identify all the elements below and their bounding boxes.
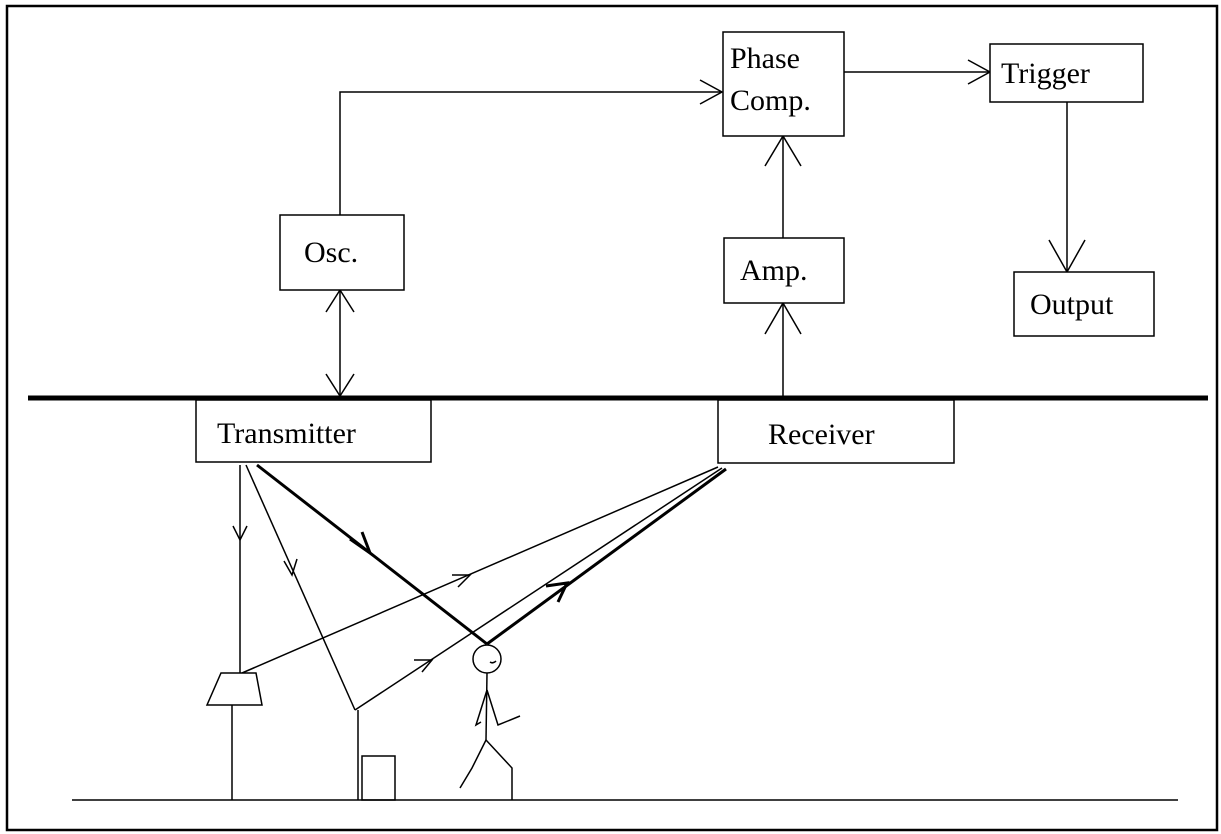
beam-to-lamp-arrowhead (232, 525, 248, 542)
bold-reflect-arrowhead (545, 581, 570, 603)
furniture-box (357, 710, 396, 801)
output-label: Output (1030, 288, 1114, 321)
reflect-box-to-receiver (354, 467, 723, 711)
phase-comp-label-line1: Phase (730, 42, 800, 75)
osc-to-phase-wire (339, 91, 722, 215)
reflect-lamp-arrowhead (452, 574, 472, 588)
amp-label: Amp. (740, 254, 808, 287)
reflect-lamp-to-receiver (241, 466, 719, 674)
stick-person (459, 644, 521, 800)
phase-comp-label-line2: Comp. (730, 84, 811, 117)
osc-to-phase-arrowhead (699, 79, 724, 105)
diagram-frame (5, 4, 1219, 832)
trigger-label: Trigger (1001, 57, 1090, 90)
trigger-block: Trigger (989, 43, 1144, 103)
bold-reflect-person-to-receiver (486, 467, 727, 646)
receiver-block: Receiver (717, 399, 955, 464)
transmitter-label: Transmitter (217, 417, 356, 450)
bold-beam-to-person-arrowhead (349, 531, 374, 558)
beam-to-box (245, 464, 356, 711)
output-block: Output (1013, 271, 1155, 337)
osc-transmitter-arrowhead-down (325, 373, 355, 398)
osc-label: Osc. (304, 236, 358, 269)
beam-to-box-arrowhead (283, 558, 298, 577)
osc-block: Osc. (279, 214, 405, 291)
reflect-box-arrowhead (414, 659, 434, 673)
transmitter-block: Transmitter (195, 399, 432, 463)
receiver-label: Receiver (768, 418, 875, 451)
amp-block: Amp. (723, 237, 845, 304)
phase-comp-block: Phase Comp. (722, 31, 845, 137)
lamp (205, 672, 263, 800)
